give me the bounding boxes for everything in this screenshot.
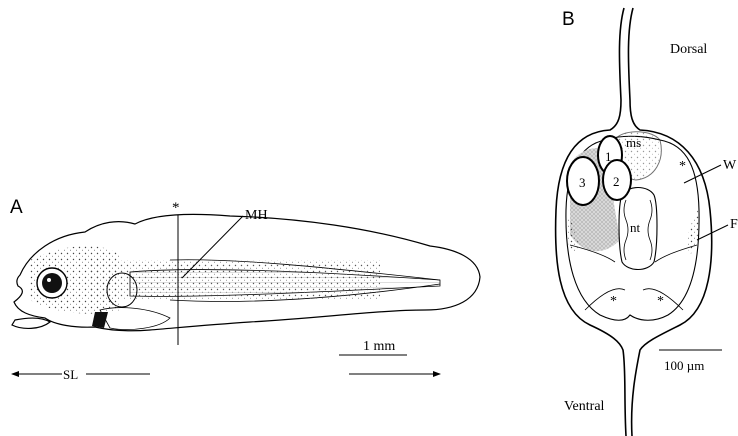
f-pointer xyxy=(697,225,728,240)
w-label: W xyxy=(723,158,737,173)
asterisk-upper-right: * xyxy=(679,159,686,174)
asterisk-lower-right: * xyxy=(657,294,664,309)
larva-jaw xyxy=(12,318,50,328)
panel-a: A * MH 1 mm SL xyxy=(10,197,480,382)
mh-label: MH xyxy=(245,208,268,223)
pigment-band xyxy=(90,260,380,300)
f-label: F xyxy=(730,217,738,232)
ventral-label: Ventral xyxy=(564,399,605,414)
circle-2-label: 2 xyxy=(613,174,620,189)
sl-label: SL xyxy=(63,367,78,382)
eye-highlight xyxy=(47,278,51,282)
panel-b-letter: B xyxy=(562,9,575,30)
scale-1mm-label: 1 mm xyxy=(363,339,395,354)
asterisk-lower-left: * xyxy=(610,294,617,309)
eye-inner xyxy=(42,273,62,293)
panel-a-letter: A xyxy=(10,197,23,218)
ms-label: ms xyxy=(626,135,641,150)
circle-3-label: 3 xyxy=(579,175,586,190)
scale-100um-label: 100 µm xyxy=(664,358,704,373)
nt-label: nt xyxy=(630,220,641,235)
dorsal-label: Dorsal xyxy=(670,42,707,57)
panel-b: B Dorsal Ventral ms nt 1 2 3 * * * xyxy=(556,8,738,436)
section-asterisk: * xyxy=(172,200,180,216)
pigment-dark xyxy=(92,312,108,328)
